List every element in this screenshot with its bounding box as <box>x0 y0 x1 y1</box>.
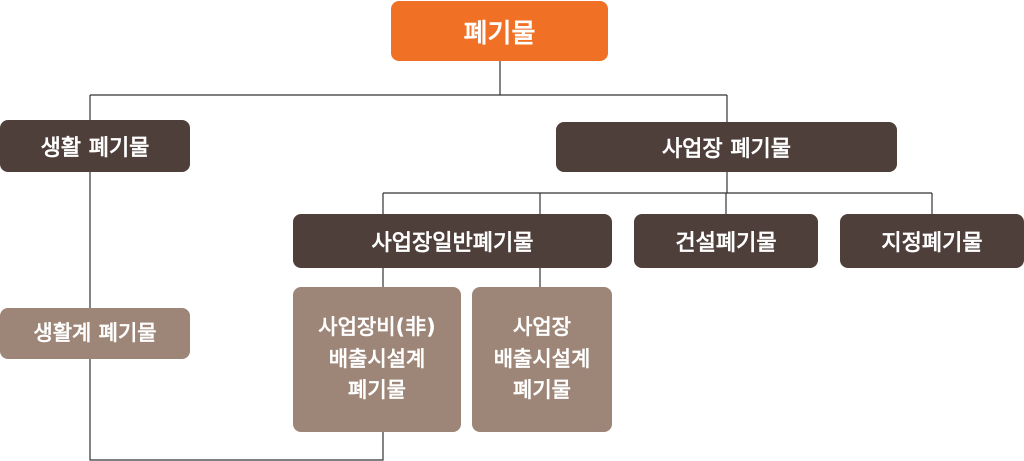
node-waste-label: 폐기물 <box>463 18 536 49</box>
node-waste: 폐기물 <box>391 1 608 61</box>
node-designated-waste-label: 지정폐기물 <box>881 231 983 256</box>
node-emission-line-2: 배출시설계 <box>493 346 591 371</box>
node-business-waste-label: 사업장 폐기물 <box>661 137 792 162</box>
node-non-emission-facility-waste: 사업장비(非) 배출시설계 폐기물 <box>293 287 461 432</box>
node-non-emission-line-2: 배출시설계 <box>328 346 426 371</box>
node-emission-facility-waste: 사업장 배출시설계 폐기물 <box>472 287 612 432</box>
node-designated-waste: 지정폐기물 <box>840 214 1024 268</box>
node-business-waste: 사업장 폐기물 <box>556 122 897 172</box>
node-household-type-waste: 생활계 폐기물 <box>0 308 190 359</box>
node-household-waste-label: 생활 폐기물 <box>40 136 150 161</box>
node-emission-line-1: 사업장 <box>513 315 571 340</box>
node-business-general-waste: 사업장일반폐기물 <box>293 214 612 268</box>
node-construction-waste: 건설폐기물 <box>634 214 818 268</box>
node-household-waste: 생활 폐기물 <box>0 120 190 172</box>
node-emission-line-3: 폐기물 <box>513 378 571 403</box>
node-non-emission-line-1: 사업장비(非) <box>318 315 436 340</box>
node-business-general-waste-label: 사업장일반폐기물 <box>371 231 534 256</box>
node-construction-waste-label: 건설폐기물 <box>675 231 777 256</box>
node-household-type-waste-label: 생활계 폐기물 <box>33 320 157 345</box>
node-non-emission-line-3: 폐기물 <box>348 378 406 403</box>
